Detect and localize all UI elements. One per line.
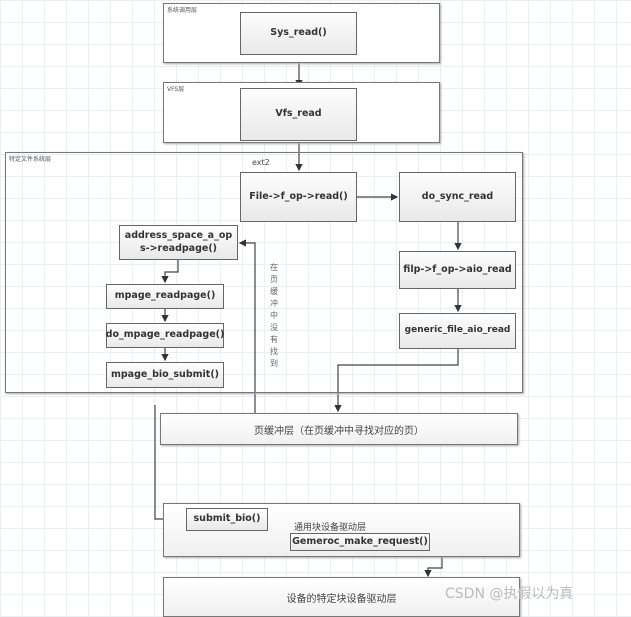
mpage-readpage-node: mpage_readpage() [106,284,224,309]
aio-read-node: filp->f_op->aio_read [399,251,516,289]
layer-label: 系统调用层 [167,7,198,14]
bio-submit-node: mpage_bio_submit() [106,362,224,388]
generic-aio-node: generic_file_aio_read [399,313,516,349]
make-request-node: Gemeroc_make_request() [290,533,430,551]
layer-label: 特定文件系统层 [9,156,52,163]
readpage-node: address_space_a_ops->readpage() [119,225,238,260]
file-read-node: File->f_op->read() [240,172,357,222]
block-layer-label: 通用块设备驱动层 [294,523,367,533]
submit-bio-node: submit_bio() [186,508,268,531]
watermark: CSDN @执假以为真 [445,586,574,602]
do-sync-read-node: do_sync_read [399,172,516,222]
fs-layer: 特定文件系统层 [5,152,523,393]
fs-label: ext2 [252,158,270,167]
layer-label: VFS层 [167,86,185,93]
do-mpage-node: do_mpage_readpage() [106,323,224,348]
page-cache-layer: 页缓冲层（在页缓冲中寻找对应的页） [160,413,518,445]
not-found-annotation: 在页缓冲中没有找到 [270,263,278,368]
device-layer: 设备的特定块设备驱动层 [163,577,520,617]
vfs-read-node: Vfs_read [240,88,357,141]
sys-read-node: Sys_read() [240,12,357,55]
